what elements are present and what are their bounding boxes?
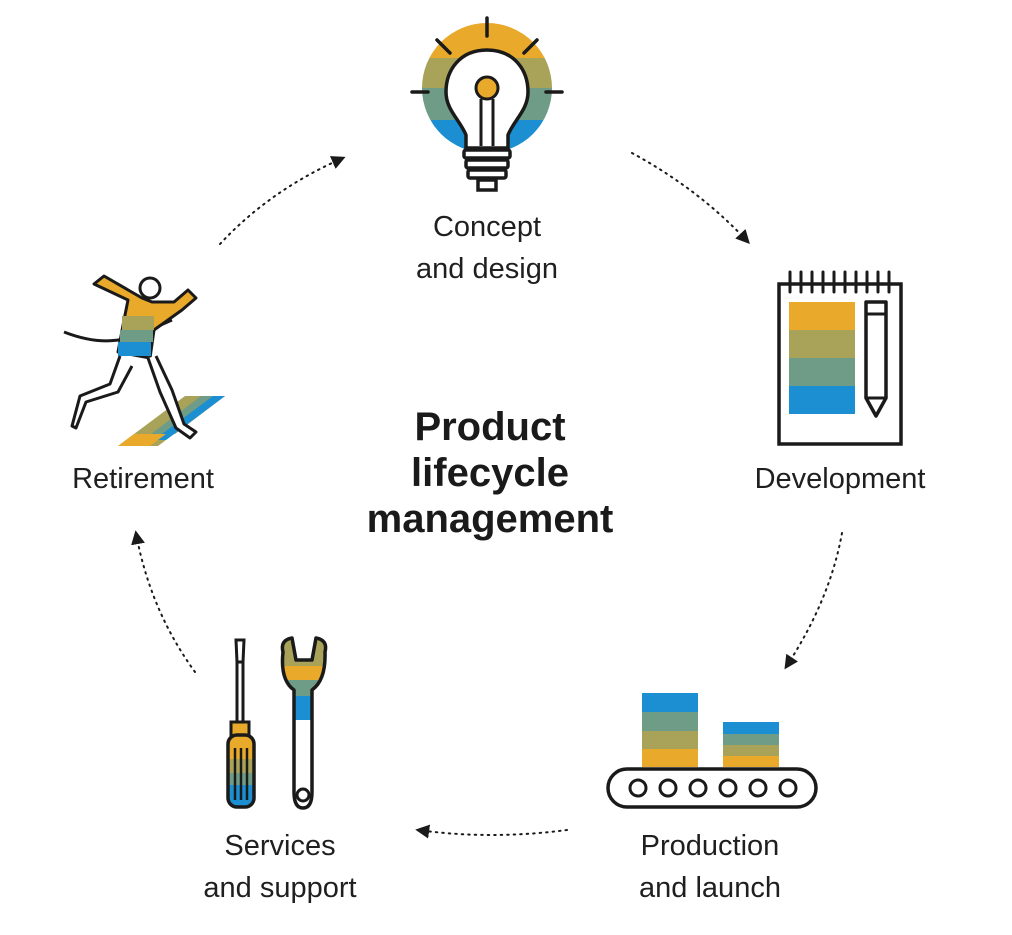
notepad-pencil-icon bbox=[777, 270, 903, 446]
stage-label-development: Development bbox=[754, 463, 926, 495]
runner-finish-line-icon bbox=[63, 274, 225, 446]
arrow-concept-to-development bbox=[631, 152, 750, 245]
arrow-production-to-services bbox=[415, 824, 568, 839]
screwdriver-wrench-icon bbox=[226, 636, 328, 810]
stage-label-retirement: Retirement bbox=[72, 463, 214, 495]
cycle-arrows bbox=[131, 152, 843, 839]
conveyor-belt-icon bbox=[606, 693, 818, 809]
arrow-retirement-to-concept bbox=[219, 156, 346, 245]
arrow-development-to-production bbox=[784, 532, 843, 670]
lightbulb-icon bbox=[410, 16, 564, 192]
arrow-services-to-retirement bbox=[131, 530, 196, 673]
